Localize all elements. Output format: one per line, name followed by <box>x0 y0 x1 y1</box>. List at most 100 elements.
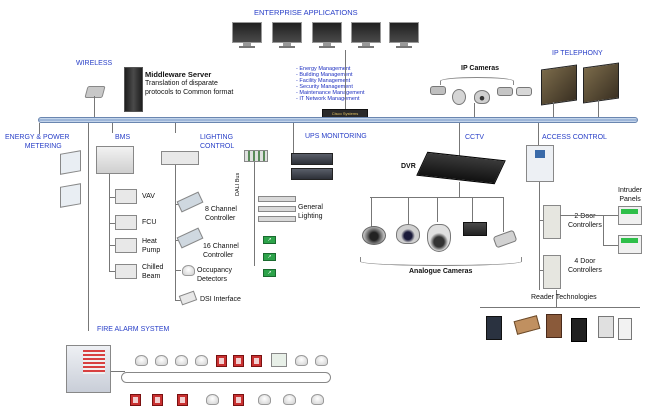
intruder-panels-label: Intruder Panels <box>618 186 642 204</box>
8-channel-controller-label: 8 Channel Controller <box>205 205 237 223</box>
enterprise-applications-label: ENTERPRISE APPLICATIONS <box>254 8 358 17</box>
box-camera-icon <box>463 222 487 236</box>
8-channel-label-line: Controller <box>205 215 236 222</box>
access-control-label: ACCESS CONTROL <box>542 134 607 141</box>
router-label: Cisco Systems <box>331 111 359 116</box>
dome-camera-icon <box>362 226 386 245</box>
dali-controller-icon <box>244 150 268 162</box>
energy-meter-icon <box>60 183 81 208</box>
bms-controller-icon <box>96 146 134 174</box>
intruder-label-line: Intruder <box>618 187 643 194</box>
occupancy-detectors-label: Occupancy Detectors <box>197 266 232 284</box>
occupancy-label-line: Detectors <box>197 276 227 283</box>
server-tower-icon <box>124 67 143 112</box>
ip-camera-icon <box>430 86 446 95</box>
dsi-interface-label: DSI Interface <box>200 296 241 303</box>
heat-pump-label-line: Pump <box>142 247 161 254</box>
ip-camera-icon <box>452 89 466 105</box>
monitor-icon <box>312 22 342 48</box>
analogue-cameras-label: Analogue Cameras <box>409 268 473 275</box>
16-channel-label-line: Controller <box>203 252 234 259</box>
chilled-beam-label-line: Chilled <box>142 264 164 271</box>
smoke-detector-icon <box>195 355 208 366</box>
ups-unit-icon <box>291 168 333 180</box>
middleware-line-1: Translation of disparate <box>145 80 218 87</box>
ip-camera-icon <box>497 87 513 96</box>
bms-label: BMS <box>115 134 131 141</box>
2-door-controllers-label: 2 Door Controllers <box>568 212 602 230</box>
ip-telephony-label: IP TELEPHONY <box>552 50 603 57</box>
monitor-icon <box>272 22 302 48</box>
smoke-detector-icon <box>258 394 271 405</box>
ip-camera-icon <box>516 87 532 96</box>
4-door-controllers-label: 4 Door Controllers <box>568 257 602 275</box>
lighting-label-line: CONTROL <box>200 143 235 150</box>
occupancy-label-line: Occupancy <box>197 267 233 274</box>
interface-module-icon <box>271 353 287 367</box>
lighting-control-label: LIGHTING CONTROL <box>200 133 234 151</box>
middleware-line-2: protocols to Common format <box>145 89 234 96</box>
card-reader-icon <box>618 318 632 340</box>
2-door-controller-icon <box>543 205 561 239</box>
smoke-detector-icon <box>206 394 219 405</box>
ups-unit-icon <box>291 153 333 165</box>
exit-sign-icon: ↗ <box>263 269 276 277</box>
energy-label-line: METERING <box>24 143 62 150</box>
ups-monitoring-label: UPS MONITORING <box>305 133 367 140</box>
energy-meter-icon <box>60 150 81 175</box>
16-channel-label-line: 16 Channel <box>203 243 239 250</box>
chilled-beam-controller-icon <box>115 264 137 279</box>
ip-phone-icon <box>583 62 619 104</box>
manual-call-point-icon <box>130 394 141 406</box>
general-lighting-label-line: General <box>298 204 323 211</box>
4-door-controller-icon <box>543 255 561 289</box>
energy-label-line: ENERGY & POWER <box>5 134 70 141</box>
light-fitting-icon <box>258 196 296 202</box>
lighting-label-line: LIGHTING <box>200 134 234 141</box>
management-item: - Building Management <box>296 72 353 78</box>
vav-controller-icon <box>115 189 137 204</box>
manual-call-point-icon <box>152 394 163 406</box>
8-channel-controller-icon <box>176 191 204 213</box>
general-lighting-label: General Lighting <box>298 203 323 221</box>
ptz-camera-icon <box>427 224 451 252</box>
dsi-interface-icon <box>178 290 198 306</box>
smoke-detector-icon <box>155 355 168 366</box>
middleware-title: Middleware Server <box>145 70 212 79</box>
ip-cameras-label: IP Cameras <box>461 65 500 72</box>
fcu-label: FCU <box>142 219 157 226</box>
monitor-icon <box>389 22 419 48</box>
vav-label: VAV <box>142 193 155 200</box>
management-item: - Facility Management <box>296 78 351 84</box>
management-item: - Maintenance Management <box>296 90 365 96</box>
cctv-label: CCTV <box>465 134 485 141</box>
2-door-label-line: Controllers <box>568 222 602 229</box>
8-channel-label-line: 8 Channel <box>205 206 237 213</box>
manual-call-point-icon <box>233 355 244 367</box>
smoke-detector-icon <box>311 394 324 405</box>
smoke-detector-icon <box>175 355 188 366</box>
heat-pump-label-line: Heat <box>142 238 157 245</box>
ip-phone-icon <box>541 64 577 106</box>
4-door-label-line: 4 Door <box>574 258 596 265</box>
smoke-detector-icon <box>315 355 328 366</box>
exit-sign-icon: ↗ <box>263 236 276 244</box>
monitor-icon <box>232 22 262 48</box>
manual-call-point-icon <box>177 394 188 406</box>
wireless-label: WIRELESS <box>76 60 113 67</box>
biometric-reader-icon <box>546 314 562 338</box>
occupancy-detector-icon <box>182 265 195 276</box>
4-door-label-line: Controllers <box>568 267 602 274</box>
exit-sign-icon: ↗ <box>263 253 276 261</box>
fcu-controller-icon <box>115 215 137 230</box>
heat-pump-label: Heat Pump <box>142 237 160 255</box>
chilled-beam-label: Chilled Beam <box>142 263 163 281</box>
management-item: - IT Network Management <box>296 96 360 102</box>
16-channel-controller-label: 16 Channel Controller <box>203 242 239 260</box>
management-list: - Energy Management - Building Managemen… <box>296 66 364 102</box>
manual-call-point-icon <box>251 355 262 367</box>
manual-call-point-icon <box>216 355 227 367</box>
fire-loop-bus <box>121 372 331 383</box>
monitor-icon <box>351 22 381 48</box>
wireless-access-point-icon <box>84 86 106 98</box>
